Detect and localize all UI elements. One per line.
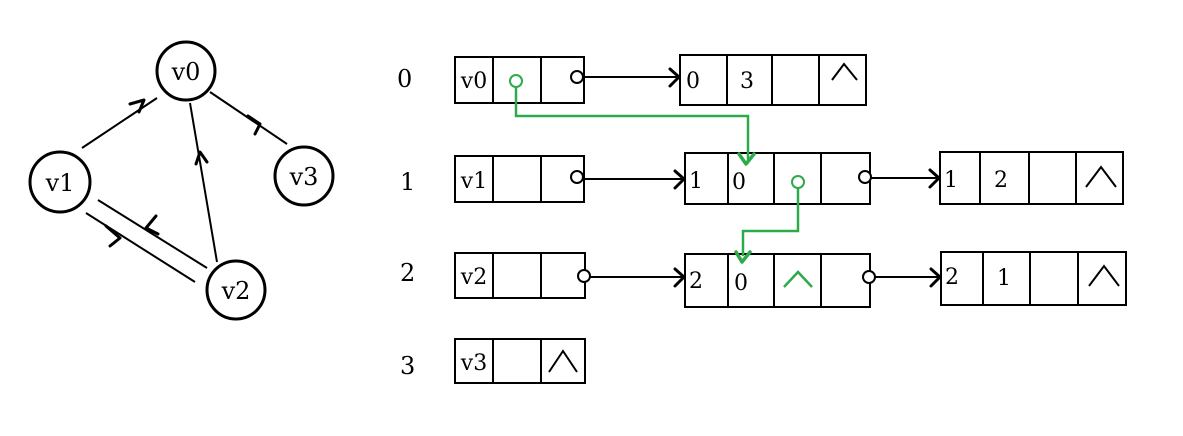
green-arrowhead-icon <box>734 250 752 264</box>
node-v3-label: v3 <box>289 163 319 191</box>
row-index-2: 2 <box>400 259 415 287</box>
pointer-v0-in-to-arc-1-1 <box>514 86 750 160</box>
null-pointer-icon <box>1088 264 1120 287</box>
arc-node-1-1-tail: 1 <box>689 169 703 194</box>
row-index-3: 3 <box>400 352 415 380</box>
node-v0: v0 <box>155 40 217 102</box>
edge-v0-v3-arrowhead <box>246 114 262 136</box>
vertex-header-3: v3 <box>454 338 586 384</box>
pointer-arc-1-1-to-arc-2-1 <box>741 188 800 256</box>
arc-node-2-2-head: 1 <box>997 266 1011 291</box>
row-index-1: 1 <box>400 168 415 196</box>
edge-v1-v2 <box>85 212 196 283</box>
node-v0-label: v0 <box>171 58 201 86</box>
vertex-header-0-label: v0 <box>460 69 487 94</box>
arc-node-1-2: 1 2 <box>939 151 1124 205</box>
edge-v2-v1 <box>97 199 208 269</box>
arc-node-0-1: 0 3 <box>679 54 867 106</box>
vertex-header-2-label: v2 <box>460 265 487 290</box>
node-v3: v3 <box>273 145 335 207</box>
edge-v1-v0 <box>81 97 158 149</box>
null-pointer-icon <box>548 349 578 373</box>
edge-v2-v0 <box>189 102 218 263</box>
vertex-header-2: v2 <box>454 252 586 299</box>
edge-v2-v0-arrowhead <box>194 150 209 166</box>
vertex-header-1: v1 <box>454 155 585 203</box>
arc-node-0-1-tail: 0 <box>686 69 700 94</box>
out-pointers <box>570 67 942 288</box>
pointer-origin-dot <box>577 269 591 283</box>
arc-node-2-1-tail: 2 <box>689 269 703 294</box>
arc-node-1-2-tail: 1 <box>944 168 958 193</box>
arrowhead-icon <box>929 267 942 288</box>
arc-node-2-2: 2 1 <box>940 251 1127 306</box>
arc-node-2-1: 2 0 <box>684 253 871 308</box>
arrowhead-icon <box>928 168 941 189</box>
row-indices: 0 1 2 3 <box>397 65 415 380</box>
arrowhead-icon <box>673 169 686 190</box>
green-pointer-origin-dot <box>509 74 523 88</box>
pointer-origin-dot <box>570 170 584 184</box>
edge-v1-v2-arrowhead <box>104 224 122 248</box>
node-v2: v2 <box>205 259 267 321</box>
row-index-0: 0 <box>397 65 412 93</box>
null-pointer-icon <box>1085 165 1117 188</box>
green-arrowhead-icon <box>737 152 756 166</box>
node-v1-label: v1 <box>45 169 75 197</box>
arrowhead-icon <box>668 67 681 88</box>
green-pointer-origin-dot <box>791 175 805 189</box>
arrowhead-icon <box>673 267 686 288</box>
arc-node-1-2-head: 2 <box>994 168 1008 193</box>
pointer-origin-dot <box>570 70 584 84</box>
arc-node-0-1-head: 3 <box>740 69 754 94</box>
edge-v1-v0-arrowhead <box>128 98 146 114</box>
vertex-header-1-label: v1 <box>460 169 487 194</box>
pointer-origin-dot <box>862 270 876 284</box>
arc-node-1-1-head: 0 <box>732 170 746 195</box>
edge-v2-v1-arrowhead <box>144 214 160 236</box>
arc-node-2-1-head: 0 <box>734 271 748 296</box>
node-v1: v1 <box>28 150 92 214</box>
vertex-header-0: v0 <box>454 56 585 104</box>
arc-node-2-2-tail: 2 <box>945 265 959 290</box>
null-pointer-icon <box>783 270 813 288</box>
node-v2-label: v2 <box>221 277 251 305</box>
directed-graph: v0 v1 v2 v3 <box>28 40 335 321</box>
arc-node-1-1: 1 0 <box>684 152 871 205</box>
in-pointers <box>509 74 805 264</box>
pointer-origin-dot <box>858 170 872 184</box>
null-pointer-icon <box>831 62 858 81</box>
vertex-header-3-label: v3 <box>460 351 487 376</box>
